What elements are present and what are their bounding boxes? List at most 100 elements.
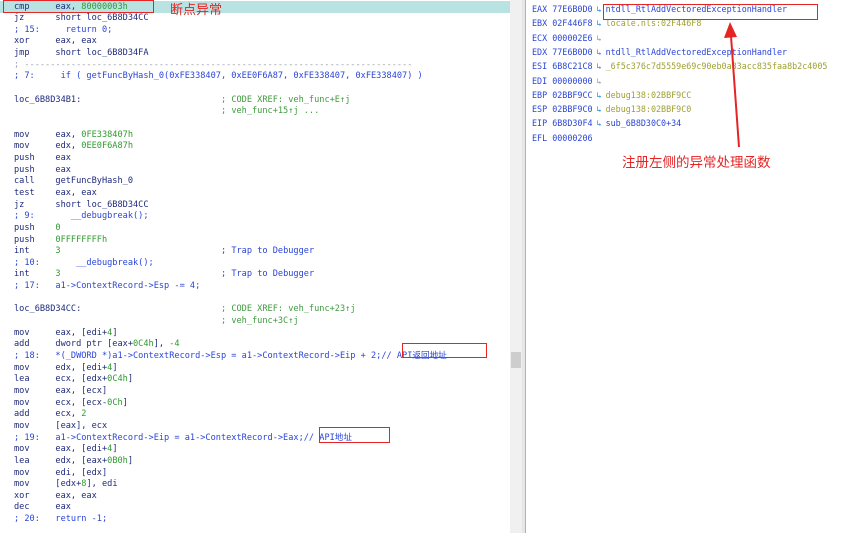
disasm-line[interactable]: mov ecx, [ecx-0Ch] bbox=[14, 397, 128, 409]
disasm-line[interactable]: add dword ptr [eax+0C4h], -4 bbox=[14, 338, 180, 350]
register-row-eip[interactable]: EIP 6B8D30F4↳sub_6B8D30C0+34 bbox=[532, 117, 681, 129]
disasm-line[interactable]: mov eax, [ecx] bbox=[14, 385, 107, 397]
disasm-line[interactable]: mov edx, 0EE0F6A87h bbox=[14, 140, 133, 152]
disasm-line[interactable]: int 3 ; Trap to Debugger bbox=[14, 245, 314, 257]
register-value[interactable]: 000002E6 bbox=[552, 32, 593, 43]
register-value[interactable]: 00000000 bbox=[552, 75, 593, 86]
disassembly-scrollbar[interactable] bbox=[510, 0, 522, 533]
register-row-eax[interactable]: EAX 77E6B0D0↳ntdll_RtlAddVectoredExcepti… bbox=[532, 3, 787, 15]
register-target[interactable]: _6f5c376c7d5559e69c90eb0a83acc835faa8b2c… bbox=[605, 61, 828, 72]
disasm-token: ; 9: __debugbreak(); bbox=[14, 211, 149, 221]
jump-arrow-icon[interactable]: ↳ bbox=[596, 118, 602, 129]
disasm-line[interactable]: ; 7: if ( getFuncByHash_0(0xFE338407, 0x… bbox=[14, 70, 423, 82]
register-target[interactable]: debug138:02BBF9C0 bbox=[605, 104, 692, 115]
disasm-line[interactable]: push 0FFFFFFFFh bbox=[14, 234, 107, 246]
register-value[interactable]: 77E6B0D0 bbox=[552, 4, 593, 14]
disasm-token: ] bbox=[112, 328, 118, 338]
disasm-line[interactable]: call getFuncByHash_0 bbox=[14, 175, 133, 187]
register-target[interactable]: locale.nls:02F446F8 bbox=[605, 18, 702, 29]
disasm-line[interactable]: mov eax, [edi+4] bbox=[14, 443, 118, 455]
disasm-line[interactable]: mov [edx+8], edi bbox=[14, 478, 118, 490]
scrollbar-thumb[interactable] bbox=[511, 352, 521, 368]
disasm-line[interactable]: mov eax, 0FE338407h bbox=[14, 129, 133, 141]
panel-divider[interactable] bbox=[522, 0, 525, 533]
disasm-token: 80000003h bbox=[81, 2, 128, 12]
disasm-line[interactable]: ; veh_func+15↑j ... bbox=[14, 105, 319, 117]
register-value[interactable]: 6B8D30F4 bbox=[552, 118, 593, 129]
register-value[interactable]: 00000206 bbox=[552, 132, 593, 143]
disasm-line[interactable]: mov edi, [edx] bbox=[14, 467, 107, 479]
register-row-ebx[interactable]: EBX 02F446F8↳locale.nls:02F446F8 bbox=[532, 17, 701, 29]
disasm-line[interactable]: ; 18: *(_DWORD *)a1->ContextRecord->Esp … bbox=[14, 350, 447, 362]
disasm-token: ; 18: *(_DWORD *)a1->ContextRecord->Esp … bbox=[14, 351, 382, 361]
register-value[interactable]: 02BBF9CC bbox=[552, 89, 593, 100]
register-target[interactable]: ntdll_RtlAddVectoredExceptionHandler bbox=[605, 4, 788, 14]
disasm-line[interactable]: int 3 ; Trap to Debugger bbox=[14, 268, 314, 280]
register-row-esi[interactable]: ESI 6B8C21C8↳_6f5c376c7d5559e69c90eb0a83… bbox=[532, 60, 827, 72]
disasm-line[interactable]: cmp eax, 80000003h bbox=[14, 1, 128, 13]
disasm-token: ] bbox=[127, 456, 134, 466]
disasm-line[interactable]: jz short loc_6B8D34CC bbox=[14, 199, 149, 211]
jump-arrow-icon[interactable]: ↳ bbox=[596, 89, 602, 100]
register-target[interactable]: debug138:02BBF9CC bbox=[605, 89, 692, 100]
disasm-line[interactable]: mov eax, [edi+4] bbox=[14, 327, 118, 339]
register-value[interactable]: 02BBF9C0 bbox=[552, 104, 593, 115]
register-name: EBX bbox=[532, 18, 548, 29]
jump-arrow-icon[interactable]: ↳ bbox=[596, 104, 602, 115]
disasm-line[interactable]: ; 9: __debugbreak(); bbox=[14, 210, 149, 222]
disasm-line[interactable]: ; 17: a1->ContextRecord->Esp -= 4; bbox=[14, 280, 200, 292]
disasm-token: mov [eax], ecx bbox=[14, 421, 108, 431]
disasm-token: loc_6B8D34B1: bbox=[14, 95, 221, 105]
jump-arrow-icon[interactable]: ↳ bbox=[596, 4, 602, 14]
disasm-line[interactable]: test eax, eax bbox=[14, 187, 97, 199]
disasm-token: 8 bbox=[81, 479, 87, 489]
disasm-line[interactable]: xor eax, eax bbox=[14, 35, 97, 47]
registers-panel: EAX 77E6B0D0↳ntdll_RtlAddVectoredExcepti… bbox=[525, 0, 854, 533]
disasm-line[interactable]: dec eax bbox=[14, 501, 71, 513]
register-row-ebp[interactable]: EBP 02BBF9CC↳debug138:02BBF9CC bbox=[532, 89, 691, 101]
register-value[interactable]: 6B8C21C8 bbox=[552, 61, 593, 72]
disasm-line[interactable]: loc_6B8D34B1: ; CODE XREF: veh_func+E↑j bbox=[14, 94, 350, 106]
disasm-line[interactable]: ; 19: a1->ContextRecord->Eip = a1->Conte… bbox=[14, 432, 352, 444]
disasm-token: ; Trap to Debugger bbox=[220, 246, 315, 256]
register-row-esp[interactable]: ESP 02BBF9C0↳debug138:02BBF9C0 bbox=[532, 103, 691, 115]
register-target[interactable]: ntdll_RtlAddVectoredExceptionHandler bbox=[605, 46, 788, 57]
disasm-token: mov eax, bbox=[14, 130, 82, 140]
disasm-token: 0 bbox=[55, 223, 61, 233]
disasm-line[interactable]: jmp short loc_6B8D34FA bbox=[14, 47, 149, 59]
disasm-line[interactable]: ; 15: return 0; bbox=[14, 24, 112, 36]
disasm-line[interactable]: ; veh_func+3C↑j bbox=[14, 315, 299, 327]
disasm-line[interactable]: mov [eax], ecx bbox=[14, 420, 107, 432]
register-value[interactable]: 77E6B0D0 bbox=[552, 46, 593, 57]
jump-arrow-icon[interactable]: ↳ bbox=[596, 32, 602, 43]
current-line-highlight bbox=[0, 1, 510, 13]
disasm-line[interactable]: xor eax, eax bbox=[14, 490, 97, 502]
jump-arrow-icon[interactable]: ↳ bbox=[596, 46, 602, 57]
disasm-line[interactable]: lea ecx, [edx+0C4h] bbox=[14, 373, 133, 385]
disasm-token: ; 20: return -1; bbox=[14, 514, 108, 524]
register-value[interactable]: 02F446F8 bbox=[552, 18, 593, 29]
disasm-line[interactable]: add ecx, 2 bbox=[14, 408, 86, 420]
jump-arrow-icon[interactable]: ↳ bbox=[596, 18, 602, 29]
disasm-line[interactable]: push 0 bbox=[14, 222, 61, 234]
disasm-line[interactable]: loc_6B8D34CC: ; CODE XREF: veh_func+23↑j bbox=[14, 303, 356, 315]
disasm-line[interactable]: lea edx, [eax+0B0h] bbox=[14, 455, 133, 467]
disasm-token: mov ecx, [ecx- bbox=[14, 398, 108, 408]
disasm-line[interactable]: ; --------------------------------------… bbox=[14, 59, 412, 71]
disasm-line[interactable]: push eax bbox=[14, 152, 71, 164]
jump-arrow-icon[interactable]: ↳ bbox=[596, 61, 602, 72]
disasm-line[interactable]: push eax bbox=[14, 164, 71, 176]
annotation-box-api-return bbox=[402, 343, 487, 358]
register-row-edx[interactable]: EDX 77E6B0D0↳ntdll_RtlAddVectoredExcepti… bbox=[532, 46, 787, 58]
register-row-efl[interactable]: EFL 00000206 bbox=[532, 132, 593, 144]
register-row-ecx[interactable]: ECX 000002E6↳ bbox=[532, 32, 606, 44]
disasm-line[interactable]: jz short loc_6B8D34CC bbox=[14, 12, 149, 24]
disasm-line[interactable]: ; 20: return -1; bbox=[14, 513, 107, 525]
disasm-token: ], edi bbox=[86, 479, 118, 489]
register-row-edi[interactable]: EDI 00000000↳ bbox=[532, 75, 606, 87]
register-target[interactable]: sub_6B8D30C0+34 bbox=[605, 118, 682, 129]
disasm-line[interactable]: ; 10: __debugbreak(); bbox=[14, 257, 154, 269]
jump-arrow-icon[interactable]: ↳ bbox=[596, 75, 602, 86]
disasm-line[interactable]: mov edx, [edi+4] bbox=[14, 362, 118, 374]
